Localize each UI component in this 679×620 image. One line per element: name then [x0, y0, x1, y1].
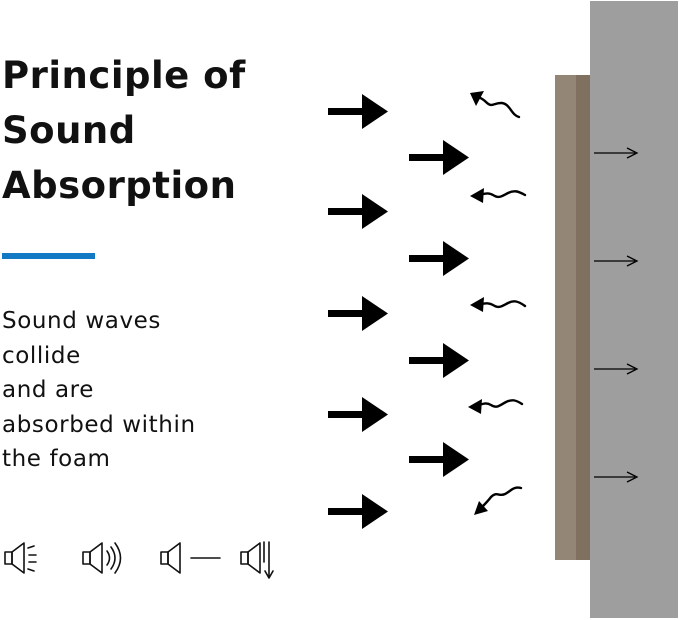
transmitted-arrow [594, 363, 639, 375]
reflected-wave [470, 91, 521, 119]
incoming-arrow [328, 397, 388, 432]
incoming-arrow [409, 140, 469, 175]
description: Sound waves collide and are absorbed wit… [2, 304, 292, 477]
description-line-4: absorbed within [2, 411, 196, 438]
incoming-arrow [328, 94, 388, 129]
title-line-2: Sound [2, 109, 136, 152]
description-line-2: collide [2, 342, 81, 369]
incoming-arrow [328, 494, 388, 529]
foam-panel-shade [576, 75, 590, 560]
icon-row [0, 536, 300, 586]
description-line-5: the foam [2, 446, 111, 472]
incoming-arrow [328, 194, 388, 229]
title-line-1: Principle of [2, 54, 246, 97]
speaker-echo-icon [4, 542, 37, 574]
wall [590, 1, 678, 618]
reflected-wave [470, 297, 527, 312]
accent-divider [2, 253, 95, 259]
incoming-arrows-right [409, 140, 469, 477]
foam-panel [555, 75, 579, 560]
incoming-arrow [328, 296, 388, 331]
reflected-wave [470, 188, 527, 203]
incoming-arrow [409, 241, 469, 276]
speaker-line-icon [160, 542, 221, 574]
speaker-down-arrow-icon [240, 541, 274, 579]
page-title: Principle of Sound Absorption [2, 48, 302, 213]
description-line-3: and are [2, 377, 94, 403]
reflected-wave [468, 399, 524, 414]
transmitted-arrow [594, 471, 639, 483]
incoming-arrow [409, 343, 469, 378]
incoming-arrows-left [328, 94, 388, 529]
reflected-wave [474, 486, 523, 515]
speaker-waves-icon [82, 542, 122, 574]
transmitted-arrow [594, 255, 639, 267]
transmitted-arrows [594, 147, 639, 483]
transmitted-arrow [594, 147, 639, 159]
incoming-arrow [409, 442, 469, 477]
title-line-3: Absorption [2, 164, 237, 207]
description-line-1: Sound waves [2, 308, 161, 334]
reflected-waves [468, 91, 527, 515]
